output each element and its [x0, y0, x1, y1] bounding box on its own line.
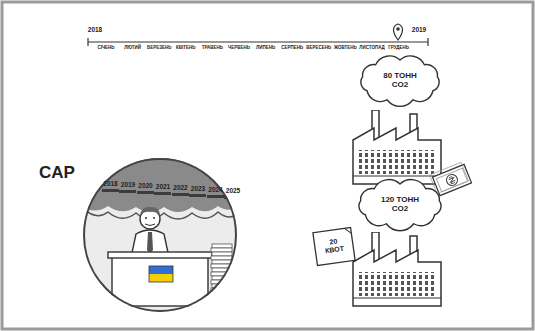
node-text: 120 ТОНН CO2 — [376, 195, 424, 213]
month-label: ЛЮТИЙ — [124, 46, 141, 51]
timeline-year: 2018 — [88, 27, 102, 34]
node-text: 20 КВОТ — [320, 236, 348, 256]
cap-year: 2021 — [156, 184, 170, 191]
cap-year: 2019 — [121, 182, 135, 189]
co2-cloud: 120 ТОНН CO2 — [360, 184, 440, 225]
timeline — [88, 38, 428, 46]
timeline-year: 2019 — [412, 27, 426, 34]
node-text: 80 ТОНН CO2 — [378, 71, 422, 89]
factory — [353, 232, 441, 306]
month-label: СІЧЕНЬ — [97, 46, 114, 51]
month-label: ЧЕРВЕНЬ — [228, 46, 250, 51]
month-label: ЛИСТОПАД — [359, 46, 385, 51]
month-label: БЕРЕЗЕНЬ — [147, 46, 172, 51]
cap-scene — [80, 155, 241, 315]
cap-year: 2022 — [173, 185, 187, 192]
cap-year: 2025 — [226, 188, 240, 195]
month-label: ГРУДЕНЬ — [388, 46, 409, 51]
month-label: ЛИПЕНЬ — [256, 46, 275, 51]
pin-marker — [394, 24, 403, 40]
month-label: ТРАВЕНЬ — [202, 46, 223, 51]
flag — [149, 266, 173, 274]
month-label: ЖОВТЕНЬ — [334, 46, 357, 51]
cap-year: 2020 — [138, 183, 152, 190]
cap-year: 2023 — [191, 186, 205, 193]
cap-year: 2018 — [103, 181, 117, 188]
month-label: КВІТЕНЬ — [176, 46, 195, 51]
month-label: СЕРПЕНЬ — [281, 46, 303, 51]
cap-year: 2024 — [208, 187, 222, 194]
circle-heading: CAP — [39, 164, 75, 181]
month-label: ВЕРЕСЕНЬ — [306, 46, 331, 51]
co2-cloud: 80 ТОНН CO2 — [362, 60, 438, 101]
factory — [353, 110, 441, 184]
quota-document: 20 КВОТ — [313, 227, 355, 265]
